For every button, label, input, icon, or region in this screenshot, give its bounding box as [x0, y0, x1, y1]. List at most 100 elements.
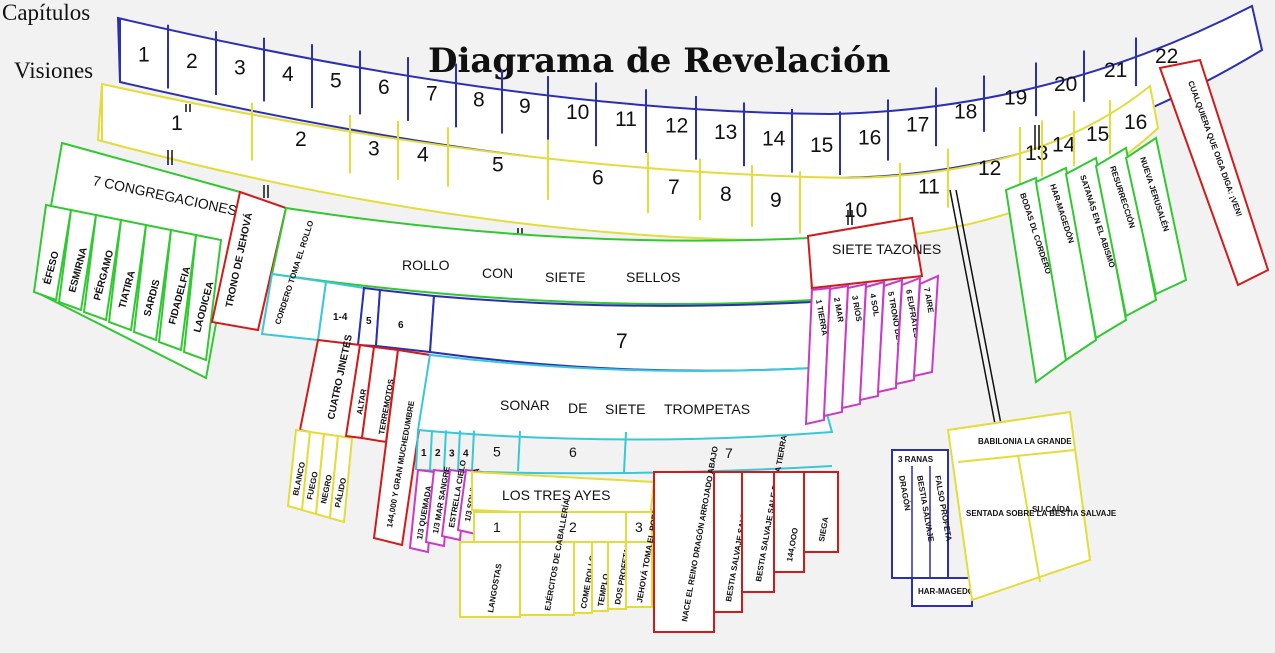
armageddon-box [911, 577, 973, 607]
vision-number: 8 [720, 183, 732, 206]
trumpet-number: 4 [463, 448, 469, 459]
visiones-label: Visiones [14, 58, 93, 83]
vision-number: 2 [295, 128, 307, 151]
final-vision-item [1064, 156, 1128, 340]
trumpet-divider [415, 429, 419, 471]
congregation-item [132, 223, 173, 342]
seventh-trumpet-item [713, 471, 743, 613]
bowl-label: 4 SOL [868, 293, 881, 317]
chapter-number: 9 [519, 95, 531, 118]
chapter-number: 4 [282, 63, 294, 86]
chapter-number: 11 [615, 108, 637, 131]
chapter-number: 7 [426, 82, 438, 105]
babylon-split [1017, 454, 1041, 583]
woe-number-cell [625, 511, 653, 543]
babylon-seated: SENTADA SOBRE LA BESTIA SALVAJE [966, 509, 1117, 518]
vision-number: 16 [1124, 111, 1147, 134]
trumpets-word-siete: SIETE [605, 401, 645, 417]
seal-effects-group: ALTAR TERREMOTOS 144,000 Y GRAN MUCHEDUM… [344, 343, 432, 547]
vision-number: 10 [844, 199, 867, 222]
final-vision-item [1124, 136, 1188, 296]
woes-title: LOS TRES AYES [502, 487, 610, 503]
trumpet-divider [471, 430, 475, 471]
trumpet-divider [623, 432, 627, 473]
woe-number-cell [473, 511, 521, 543]
woe-number: 1 [493, 519, 501, 535]
connector-lines [167, 104, 1040, 451]
woe-number: 2 [569, 519, 577, 535]
page-title: Diagrama de Revelación [428, 41, 890, 81]
seal-6-box [374, 288, 436, 354]
vision-number: 11 [918, 176, 940, 199]
trumpet-number: 5 [493, 444, 501, 460]
connector [955, 189, 1007, 451]
throne-box [210, 190, 288, 332]
trumpet-divider [443, 430, 447, 471]
chapter-number: 13 [714, 121, 737, 144]
chapter-number: 16 [858, 127, 881, 150]
bowl-label: 7 AIRE [922, 287, 935, 314]
bowl-item [804, 286, 832, 426]
babylon-group: BABILONIA LA GRANDE SENTADA SOBRE LA BES… [946, 410, 1117, 602]
vision-number: 12 [978, 157, 1001, 180]
woe-item [625, 541, 653, 608]
scroll-word-sellos: SELLOS [626, 269, 680, 285]
chapter-number: 3 [234, 56, 246, 79]
babylon-title: BABILONIA LA GRANDE [978, 437, 1072, 446]
babylon-divider [957, 449, 1076, 463]
trumpet-number: 6 [569, 444, 577, 460]
vision-number: 14 [1052, 133, 1076, 156]
seal-6-label: 6 [398, 320, 404, 331]
congregation-item [57, 208, 98, 312]
scroll-group: ROLLO CON SIETE SELLOS [270, 206, 814, 305]
chapter-number: 15 [810, 134, 833, 157]
frogs-title: 3 RANAS [898, 455, 934, 464]
visions-band-outline [96, 82, 1160, 242]
chapter-number: 1 [138, 43, 150, 66]
connector [949, 189, 1001, 451]
trumpets-word-trompetas: TROMPETAS [664, 401, 750, 417]
trumpet-number: 7 [725, 445, 733, 461]
bowl-item [840, 282, 868, 410]
seventh-trumpet-item [741, 471, 775, 593]
bowl-label: 2 MAR [832, 297, 845, 323]
frogs-box [891, 449, 949, 579]
bowls-title-box [806, 216, 924, 290]
chapter-number: 14 [762, 128, 786, 151]
chapter-number: 22 [1155, 45, 1178, 68]
bowl-item [876, 278, 904, 394]
congregation-item [157, 228, 198, 352]
scroll-word-siete: SIETE [545, 269, 585, 285]
chapter-number: 6 [378, 76, 390, 99]
chapter-number: 17 [906, 113, 929, 136]
trumpet-number: 3 [449, 448, 455, 459]
bowls-title-line1: SIETE TAZONES [832, 241, 941, 257]
chapter-number: 2 [186, 50, 198, 73]
vision-number: 7 [668, 176, 680, 199]
babylon-fall: SU CAÍDA [1032, 505, 1071, 514]
congregation-item [82, 213, 123, 322]
horse-item [328, 434, 354, 524]
throne-group: TRONO DE JEHOVÁ [210, 190, 288, 332]
final-vision-item [1034, 166, 1098, 362]
woe-item [459, 541, 521, 618]
bowl-item [858, 280, 886, 402]
bowl-item [894, 276, 922, 386]
seventh-trumpet-label: SIEGA [817, 516, 830, 542]
chapter-number: 19 [1004, 87, 1027, 110]
congregation-item [182, 233, 223, 362]
trumpet-divider [457, 430, 461, 471]
seal-7-label: 7 [616, 330, 628, 353]
seventh-trumpet-item [773, 471, 805, 573]
vision-number: 9 [770, 189, 782, 212]
